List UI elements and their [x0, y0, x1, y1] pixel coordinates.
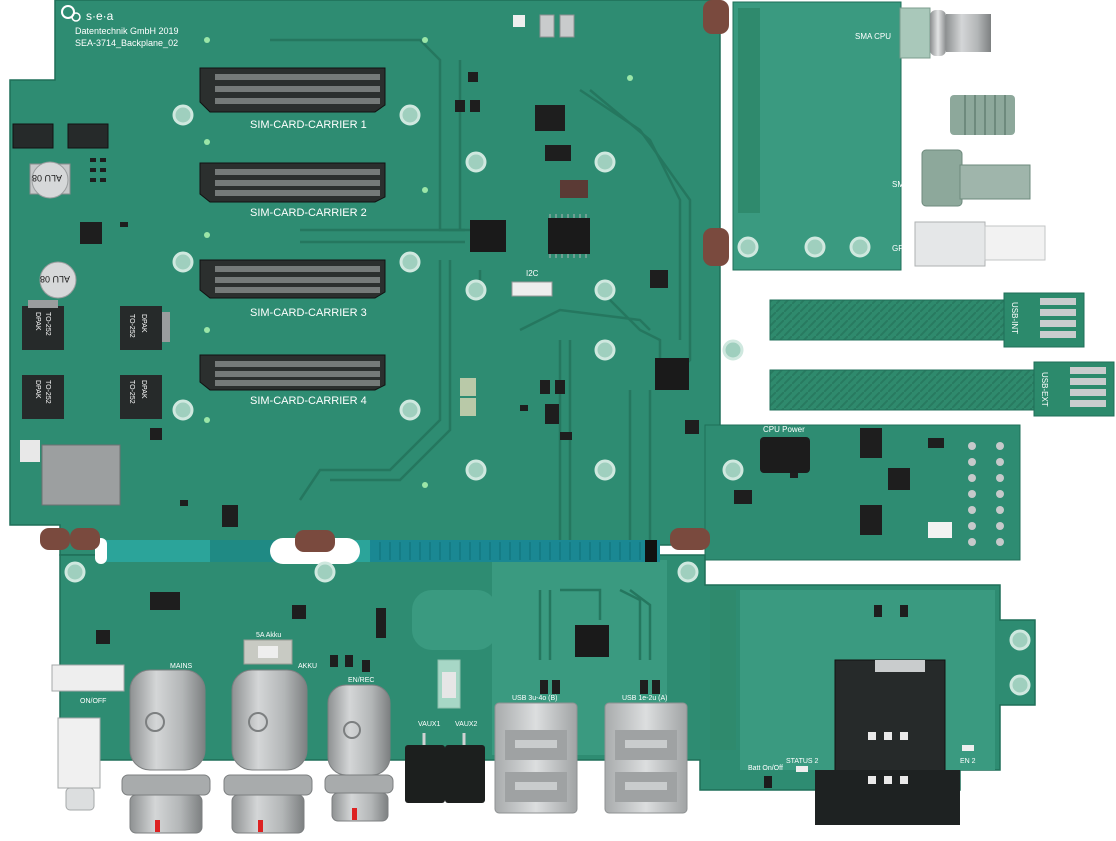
- svg-text:TO-252: TO-252: [44, 312, 51, 336]
- sma2-label: SMA 2: [892, 180, 916, 189]
- on-off-label: ON/OFF: [80, 698, 106, 705]
- smd-inductor-2: [67, 123, 109, 149]
- usb-ext-flex-cable: [769, 369, 1036, 411]
- sma-cpu-label: SMA CPU: [855, 32, 891, 41]
- vaux-connectors[interactable]: [405, 733, 485, 803]
- sma-cpu-connector[interactable]: [899, 7, 991, 59]
- electrolytic-cap-2: ALU 08: [39, 261, 77, 299]
- gps-connector[interactable]: [914, 221, 1046, 267]
- fuse-label: 5A Akku: [256, 632, 281, 639]
- mounting-tabs: [40, 0, 729, 552]
- status2-label: STATUS 2: [786, 758, 819, 765]
- dpak-regulator-4: TO-252 DPAK: [120, 375, 162, 419]
- en2-led: [962, 745, 974, 751]
- sma2-connector[interactable]: [921, 149, 1031, 207]
- mains-connector[interactable]: [121, 669, 211, 834]
- qfn-controller-ic: [470, 220, 506, 252]
- svg-text:DPAK: DPAK: [140, 380, 147, 399]
- sim-card-carrier-2-label: SIM-CARD-CARRIER 2: [250, 207, 367, 219]
- tantalum-cap-2: [460, 398, 476, 416]
- sim-card-holder[interactable]: [815, 659, 960, 825]
- top-tantalum-1: [539, 14, 555, 38]
- status2-led: [796, 766, 808, 772]
- usb-int-label: USB-INT: [1010, 302, 1019, 334]
- usb-port-ic: [575, 625, 609, 657]
- usb-port-a[interactable]: [604, 702, 688, 814]
- dpak-regulator-2: TO-252 DPAK: [120, 306, 170, 350]
- usb-port-b[interactable]: [494, 702, 578, 814]
- svg-text:TO-252: TO-252: [44, 380, 51, 404]
- smd-inductor-1: [12, 123, 54, 149]
- akku-label: AKKU: [298, 663, 317, 670]
- usb-b-label: USB 3u-4o (B): [512, 695, 558, 702]
- sim-card-carrier-4[interactable]: [199, 354, 386, 391]
- batt-on-off-switch[interactable]: [764, 776, 772, 788]
- sim-card-carrier-1-label: SIM-CARD-CARRIER 1: [250, 119, 367, 131]
- dpak-regulator-3: DPAK TO-252: [22, 375, 64, 419]
- svg-text:DPAK: DPAK: [140, 314, 147, 333]
- company-name: Datentechnik GmbH 2019: [75, 26, 179, 36]
- gps-label: GPS: [892, 244, 909, 253]
- cpu-power-pads: [968, 442, 1004, 546]
- vaux2-label: VAUX2: [455, 721, 478, 728]
- akku-connector[interactable]: [223, 669, 313, 834]
- vaux1-label: VAUX1: [418, 721, 441, 728]
- cpu-power-label: CPU Power: [763, 425, 805, 434]
- usb-a-label: USB 1e-2u (A): [622, 695, 668, 702]
- svg-text:TO-252: TO-252: [128, 314, 135, 338]
- vaux-inductor: [437, 659, 461, 709]
- top-tantalum-2: [559, 14, 575, 38]
- sim-card-carrier-2[interactable]: [199, 162, 386, 203]
- en-rec-label: EN/REC: [348, 677, 374, 684]
- en2-label: EN 2: [960, 758, 976, 765]
- usb-ext-label: USB-EXT: [1040, 372, 1049, 407]
- en-rec-connector[interactable]: [324, 684, 394, 822]
- i2c-label: I2C: [526, 269, 539, 278]
- sim-card-carrier-4-label: SIM-CARD-CARRIER 4: [250, 395, 367, 407]
- usb-ext-contacts: [1070, 367, 1106, 407]
- i2c-connector[interactable]: [511, 281, 553, 297]
- svg-text:DPAK: DPAK: [34, 312, 41, 331]
- on-off-switch[interactable]: [51, 664, 125, 811]
- sim-card-carrier-1[interactable]: [199, 67, 386, 113]
- usb-hub-ic: [548, 214, 590, 258]
- mounting-holes: [64, 104, 1031, 696]
- svg-text:DPAK: DPAK: [34, 380, 41, 399]
- via-grid: [710, 590, 736, 750]
- usb-int-flex-cable: [769, 299, 1006, 341]
- sea-logo-icon: [61, 5, 81, 22]
- smd-passives: [80, 72, 944, 694]
- large-inductor-gray: [41, 444, 121, 506]
- brand-logo-text: s·e·a: [86, 9, 114, 23]
- dpak-regulator-1: DPAK TO-252: [22, 300, 64, 350]
- sma-antenna-connector[interactable]: [950, 95, 1015, 135]
- svg-text:ALU 08: ALU 08: [40, 274, 70, 284]
- board-id: SEA-3714_Backplane_02: [75, 38, 178, 48]
- mains-label: MAINS: [170, 663, 193, 670]
- status-leds: [204, 37, 633, 488]
- usb-switch-ic: [655, 358, 689, 390]
- svg-text:TO-252: TO-252: [128, 380, 135, 404]
- svg-text:ALU 08: ALU 08: [32, 173, 62, 183]
- tantalum-cap-1: [460, 378, 476, 396]
- sim-card-carrier-3-label: SIM-CARD-CARRIER 3: [250, 307, 367, 319]
- sma-module-board: [732, 1, 902, 271]
- electrolytic-cap-1: ALU 08: [29, 161, 71, 199]
- sim-card-carrier-3[interactable]: [199, 259, 386, 299]
- usb-int-contacts: [1040, 298, 1076, 338]
- batt-on-off-label: Batt On/Off: [748, 765, 783, 772]
- cpu-power-connector[interactable]: [760, 437, 810, 473]
